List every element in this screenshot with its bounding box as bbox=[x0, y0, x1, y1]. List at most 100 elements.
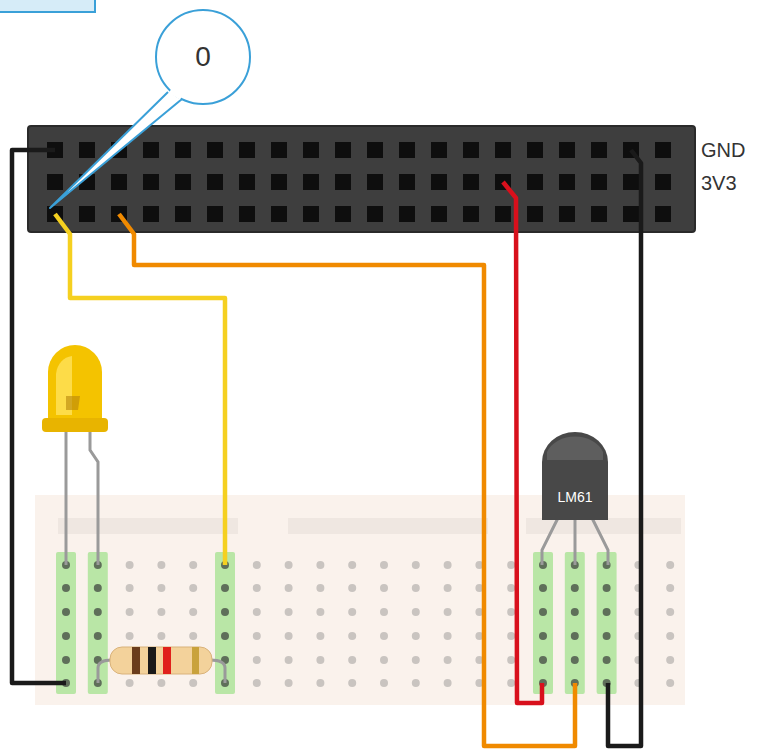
breadboard-hole bbox=[571, 656, 579, 664]
led-symbol bbox=[42, 345, 108, 565]
breadboard-hole bbox=[507, 679, 515, 687]
frame-edge bbox=[0, 0, 95, 12]
breadboard-hole bbox=[285, 679, 293, 687]
breadboard-hole bbox=[221, 632, 229, 640]
breadboard-hole bbox=[253, 584, 261, 592]
header-pin bbox=[655, 206, 671, 222]
breadboard-hole bbox=[412, 679, 420, 687]
led-die bbox=[66, 396, 80, 410]
breadboard-hole bbox=[62, 584, 70, 592]
breadboard-hole bbox=[571, 584, 579, 592]
header-pin bbox=[591, 142, 607, 158]
pin-name: 3V3 bbox=[701, 173, 737, 193]
sensor-top bbox=[547, 437, 603, 460]
header-pin bbox=[79, 206, 95, 222]
breadboard-hole bbox=[348, 608, 356, 616]
breadboard-hole bbox=[666, 561, 674, 569]
breadboard bbox=[35, 495, 685, 705]
header-pin bbox=[207, 174, 223, 190]
header-pin bbox=[463, 174, 479, 190]
breadboard-hole bbox=[126, 679, 134, 687]
breadboard-hole bbox=[666, 632, 674, 640]
callout-tail bbox=[50, 92, 182, 208]
header-pin bbox=[335, 142, 351, 158]
breadboard-hole bbox=[157, 608, 165, 616]
header-pin bbox=[335, 174, 351, 190]
header-pin bbox=[463, 206, 479, 222]
breadboard-hole bbox=[316, 632, 324, 640]
callout-joint bbox=[170, 91, 181, 98]
header-pin bbox=[271, 206, 287, 222]
breadboard-hole bbox=[253, 561, 261, 569]
breadboard-hole bbox=[348, 584, 356, 592]
header-pin bbox=[559, 206, 575, 222]
header-pin bbox=[527, 174, 543, 190]
breadboard-hole bbox=[316, 656, 324, 664]
breadboard-hole bbox=[253, 632, 261, 640]
callout-number: 0 bbox=[195, 43, 211, 71]
resistor-band bbox=[192, 647, 199, 674]
breadboard-hole bbox=[126, 608, 134, 616]
header-pin bbox=[175, 142, 191, 158]
header-pin bbox=[367, 206, 383, 222]
header-pin bbox=[399, 142, 415, 158]
breadboard-hole bbox=[157, 632, 165, 640]
callout-circle bbox=[156, 10, 250, 104]
header-pin bbox=[47, 174, 63, 190]
header-pin bbox=[79, 142, 95, 158]
breadboard-hole bbox=[666, 608, 674, 616]
breadboard-hole bbox=[189, 608, 197, 616]
gnd-wire bbox=[608, 150, 641, 746]
header-pin bbox=[399, 174, 415, 190]
sensor-leg bbox=[542, 518, 558, 565]
breadboard-hole bbox=[539, 608, 547, 616]
header-pin bbox=[143, 206, 159, 222]
breadboard-hole bbox=[285, 632, 293, 640]
breadboard-strip bbox=[597, 552, 617, 694]
header-pin bbox=[367, 174, 383, 190]
header-pin bbox=[303, 174, 319, 190]
header-pin bbox=[655, 142, 671, 158]
led-rim bbox=[42, 418, 108, 432]
breadboard-hole bbox=[285, 656, 293, 664]
breadboard-hole bbox=[285, 561, 293, 569]
breadboard-hole bbox=[603, 608, 611, 616]
breadboard-hole bbox=[539, 632, 547, 640]
breadboard-hole bbox=[62, 656, 70, 664]
header-pin bbox=[591, 206, 607, 222]
sensor-leg bbox=[574, 518, 577, 565]
jumper-wire bbox=[12, 150, 641, 746]
header-pin bbox=[399, 206, 415, 222]
breadboard-hole bbox=[380, 632, 388, 640]
breadboard-hole bbox=[285, 608, 293, 616]
header-pin bbox=[175, 174, 191, 190]
breadboard-hole bbox=[380, 679, 388, 687]
gnd-wire bbox=[12, 150, 66, 683]
breadboard-hole bbox=[253, 656, 261, 664]
sensor-body bbox=[542, 432, 608, 520]
callout-bubble bbox=[50, 10, 250, 208]
breadboard-hole bbox=[571, 632, 579, 640]
breadboard-hole bbox=[157, 679, 165, 687]
header-pin bbox=[239, 206, 255, 222]
header-pin bbox=[239, 174, 255, 190]
breadboard-channel bbox=[288, 518, 488, 534]
breadboard-hole bbox=[444, 632, 452, 640]
breadboard-hole bbox=[507, 656, 515, 664]
breadboard-hole bbox=[62, 608, 70, 616]
header-pin bbox=[239, 142, 255, 158]
breadboard-channel bbox=[58, 518, 238, 534]
breadboard-hole bbox=[221, 608, 229, 616]
header-pin bbox=[431, 174, 447, 190]
resistor-symbol bbox=[98, 647, 225, 683]
breadboard-strip bbox=[56, 552, 76, 694]
breadboard-hole bbox=[507, 632, 515, 640]
header-pin bbox=[559, 142, 575, 158]
led-leg bbox=[65, 432, 68, 565]
breadboard-hole bbox=[348, 656, 356, 664]
breadboard-hole bbox=[444, 561, 452, 569]
header-pin bbox=[271, 142, 287, 158]
breadboard-hole bbox=[412, 656, 420, 664]
header-pin bbox=[527, 142, 543, 158]
